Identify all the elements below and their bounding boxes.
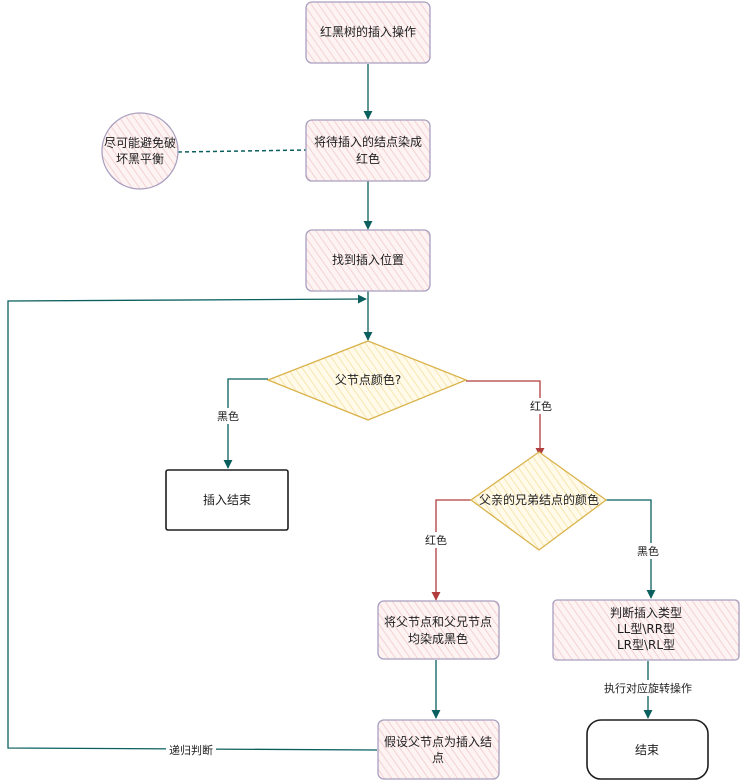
node-judge-type-line-1: 判断插入类型 [610,605,682,620]
edge-label-recursive: 递归判断 [166,742,216,758]
node-end[interactable]: 结束 [586,719,709,780]
node-judge-type-line-3: LR型\RL型 [617,638,675,652]
node-insert-end[interactable]: 插入结束 [165,469,289,531]
node-paint-red-line-2: 红色 [356,151,380,166]
node-parent-color-line-1: 父节点颜色? [335,372,401,387]
edge-uncle-black [606,499,656,599]
node-recolor[interactable]: 将父节点和父兄节点 均染成黑色 [377,600,500,660]
node-find-position[interactable]: 找到插入位置 [305,229,431,292]
node-note[interactable]: 尽可能避免破 坏黑平衡 [101,112,179,190]
node-end-line-1: 结束 [635,743,659,757]
edge-label-black1-text: 黑色 [217,409,239,423]
node-parent-color-decision[interactable]: 父节点颜色? [266,340,468,421]
edge-parent-black [223,378,268,469]
edge-label-rotate: 执行对应旋转操作 [600,680,696,696]
node-assume-parent-line-2: 点 [432,751,444,765]
edge-label-red2-text: 红色 [425,533,447,547]
edge-label-red1-text: 红色 [530,399,552,413]
node-start[interactable]: 红黑树的插入操作 [305,1,431,64]
node-judge-type-line-2: LL型\RR型 [617,622,675,636]
edge-label-red1: 红色 [526,398,556,414]
edge-label-recursive-text: 递归判断 [169,743,213,757]
node-find-position-line-1: 找到插入位置 [332,252,404,267]
node-recolor-line-1: 将父节点和父兄节点 [384,615,492,629]
node-note-line-2: 坏黑平衡 [116,152,164,166]
edge-parent-red [466,380,545,457]
node-judge-type[interactable]: 判断插入类型 LL型\RR型 LR型\RL型 [552,599,740,661]
edge-label-black1: 黑色 [213,408,243,424]
node-paint-red[interactable]: 将待插入的结点染成 红色 [305,119,431,182]
edge-label-rotate-text: 执行对应旋转操作 [604,681,692,695]
node-uncle-color-line-1: 父亲的兄弟结点的颜色 [479,492,599,507]
edge-label-red2: 红色 [421,532,451,548]
node-paint-red-line-1: 将待插入的结点染成 [314,134,422,149]
edge-label-black2-text: 黑色 [637,544,659,558]
node-uncle-color-decision[interactable]: 父亲的兄弟结点的颜色 [469,451,608,551]
node-note-line-1: 尽可能避免破 [104,135,176,150]
edge-label-black2: 黑色 [633,543,663,559]
edge-note-dashed [177,149,307,153]
edge-uncle-red [431,499,471,601]
node-recolor-line-2: 均染成黑色 [408,631,468,646]
node-insert-end-line-1: 插入结束 [203,493,251,507]
node-assume-parent[interactable]: 假设父节点为插入结 点 [377,719,500,780]
node-start-line-1: 红黑树的插入操作 [320,24,416,39]
node-assume-parent-line-1: 假设父节点为插入结 [384,735,492,749]
